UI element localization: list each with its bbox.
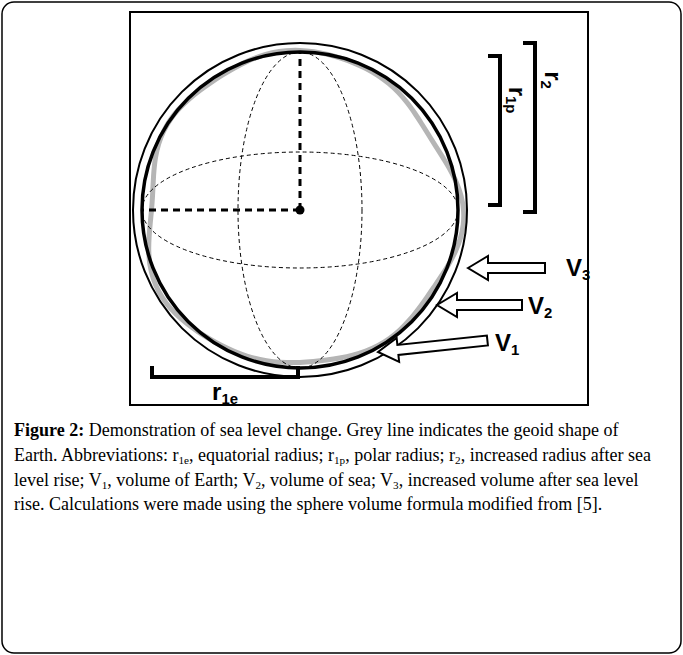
globe	[133, 43, 467, 377]
r2-bracket	[523, 43, 535, 212]
v2-label: V2	[528, 294, 552, 318]
polar-bracket	[488, 56, 500, 205]
v3-arrow	[468, 256, 545, 280]
polar-radius-line	[299, 53, 302, 210]
figure-frame	[130, 12, 588, 405]
v1-arrow	[377, 329, 489, 364]
figure-caption: Figure 2: Demonstration of sea level cha…	[14, 418, 666, 517]
v2-arrow	[437, 293, 522, 317]
equatorial-bracket	[152, 366, 298, 377]
v1-label: V1	[495, 331, 519, 355]
meridian-ellipse	[238, 52, 362, 368]
r2-label: r2	[541, 71, 565, 89]
equatorial-radius-line	[143, 209, 300, 212]
equatorial-radius-label: r1e	[212, 380, 238, 404]
sea-level-circle	[133, 43, 467, 377]
polar-radius-label: r1p	[505, 87, 529, 114]
v3-label: V3	[566, 256, 590, 280]
earth-circle	[142, 52, 458, 368]
center-dot	[296, 206, 305, 215]
